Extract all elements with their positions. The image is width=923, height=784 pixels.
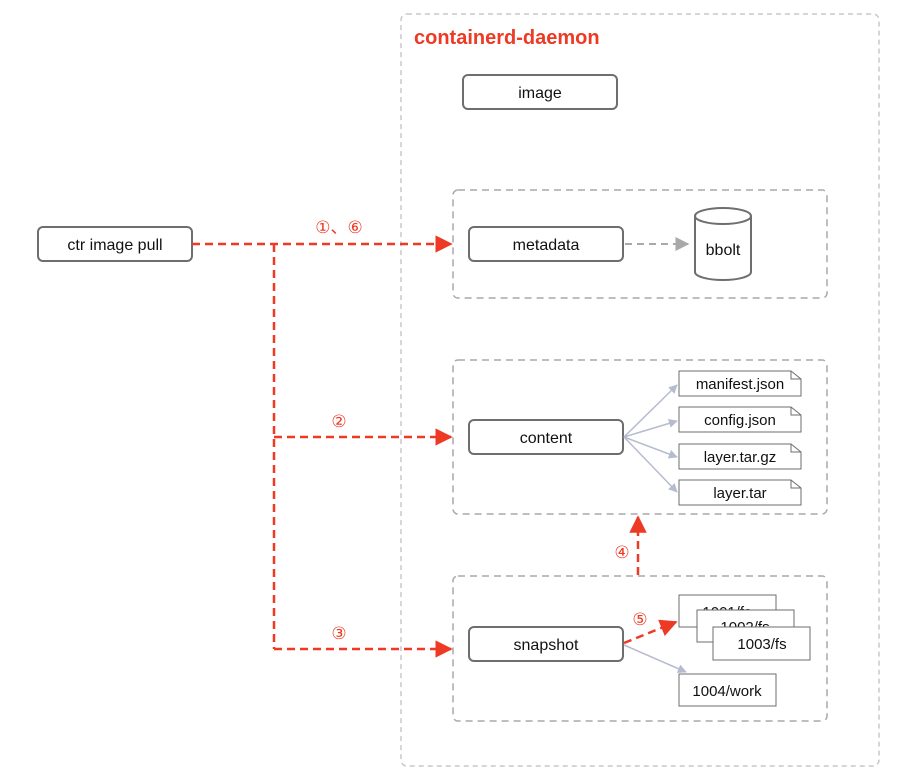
bbolt-database-icon: bbolt <box>694 207 752 281</box>
content-file-manifest[interactable]: manifest.json <box>678 370 802 397</box>
ctr-image-pull-node[interactable]: ctr image pull <box>37 226 193 262</box>
snapshot-group-frame <box>452 575 828 722</box>
content-group-frame <box>452 359 828 515</box>
step4-label: ④ <box>614 543 629 562</box>
content-label: content <box>520 430 573 447</box>
containerd-daemon-group: containerd-daemon <box>400 13 880 767</box>
file-label: manifest.json <box>696 376 784 393</box>
content-node[interactable]: content <box>468 419 624 455</box>
step3-label: ③ <box>331 624 346 643</box>
file-label: config.json <box>704 412 776 429</box>
snapshot-to-work-arrow <box>623 644 687 673</box>
work-label: 1004/work <box>692 683 762 700</box>
ctr-image-pull-label: ctr image pull <box>67 237 162 254</box>
step5-arrow <box>623 619 678 645</box>
file-label: layer.tar <box>713 485 766 502</box>
step5-label: ⑤ <box>632 610 647 629</box>
metadata-label: metadata <box>513 237 580 254</box>
metadata-node[interactable]: metadata <box>468 226 624 262</box>
file-label: layer.tar.gz <box>704 449 777 466</box>
bbolt-label: bbolt <box>706 242 741 259</box>
snapshot-work-1004[interactable]: 1004/work <box>678 673 777 707</box>
snapshot-label: snapshot <box>514 637 579 654</box>
image-label: image <box>518 85 562 102</box>
step1-6-label: ①、⑥ <box>315 218 362 237</box>
containerd-daemon-title: containerd-daemon <box>414 27 600 49</box>
snapshot-layer-1003[interactable]: 1003/fs <box>712 626 811 661</box>
client-flow-lines <box>192 235 453 658</box>
image-node[interactable]: image <box>462 74 618 110</box>
content-fan-arrows <box>623 384 678 493</box>
content-file-config[interactable]: config.json <box>678 406 802 433</box>
metadata-group-frame <box>452 189 828 299</box>
snapshot-node[interactable]: snapshot <box>468 626 624 662</box>
step2-label: ② <box>331 412 346 431</box>
layer-label: 1003/fs <box>737 636 786 653</box>
content-file-layer-targz[interactable]: layer.tar.gz <box>678 443 802 470</box>
content-file-layer-tar[interactable]: layer.tar <box>678 479 802 506</box>
